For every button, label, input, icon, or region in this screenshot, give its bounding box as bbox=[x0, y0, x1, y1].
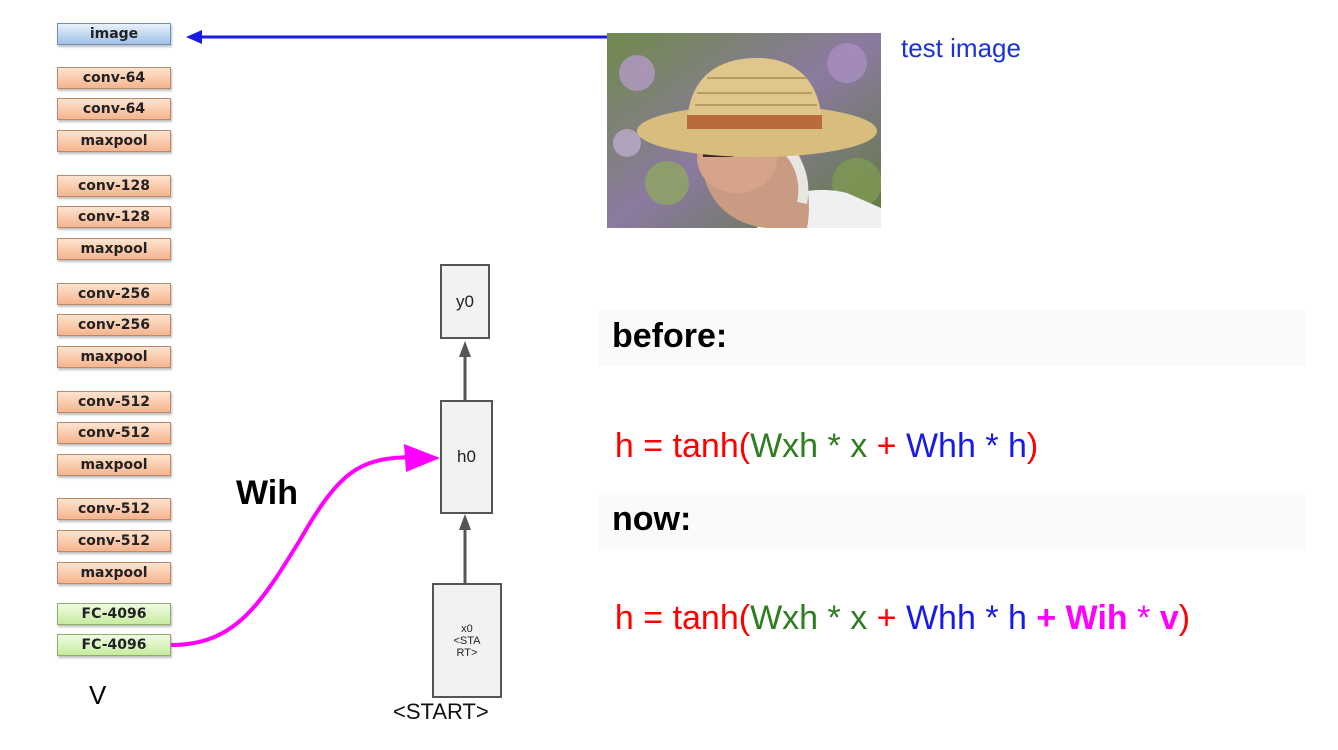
test-image-arrowhead bbox=[186, 30, 202, 44]
rnn-node-h0: h0 bbox=[440, 400, 493, 514]
before-heading: before: bbox=[612, 317, 727, 356]
eq-term: h = bbox=[615, 427, 673, 465]
rnn-node-x0-label: x0 <STA RT> bbox=[453, 623, 480, 659]
eq-term: + bbox=[877, 427, 906, 465]
eq-term: tanh( bbox=[673, 599, 751, 637]
start-label: <START> bbox=[393, 699, 489, 725]
wih-arrowhead bbox=[404, 444, 440, 472]
eq-term: + Wih bbox=[1036, 599, 1137, 637]
eq-term: h = bbox=[615, 599, 673, 637]
eq-term: v bbox=[1160, 599, 1179, 637]
x0-line: x0 bbox=[453, 623, 480, 635]
now-heading: now: bbox=[612, 500, 691, 539]
wih-label: Wih bbox=[236, 474, 298, 513]
rnn-node-x0: x0 <STA RT> bbox=[432, 583, 502, 698]
now-panel bbox=[598, 493, 1306, 549]
eq-term: ) bbox=[1027, 427, 1038, 465]
rnn-node-y0: y0 bbox=[440, 264, 490, 339]
test-image-label: test image bbox=[901, 33, 1021, 64]
h0-to-y0-arrowhead bbox=[459, 341, 471, 357]
eq-term: * bbox=[1137, 599, 1160, 637]
x0-line: RT> bbox=[453, 647, 480, 659]
x0-line: <STA bbox=[453, 635, 480, 647]
test-photo bbox=[607, 33, 881, 228]
eq-term: + bbox=[877, 599, 906, 637]
eq-term: Whh * h bbox=[906, 599, 1036, 637]
before-equation: h = tanh(Wxh * x + Whh * h) bbox=[596, 388, 1038, 466]
eq-term: ) bbox=[1179, 599, 1190, 637]
x0-to-h0-arrowhead bbox=[459, 514, 471, 530]
eq-term: Whh * h bbox=[906, 427, 1027, 465]
now-equation: h = tanh(Wxh * x + Whh * h + Wih * v) bbox=[596, 560, 1190, 638]
rnn-node-y0-label: y0 bbox=[456, 292, 474, 312]
rnn-node-h0-label: h0 bbox=[457, 447, 476, 467]
eq-term: tanh( bbox=[673, 427, 751, 465]
eq-term: Wxh * x bbox=[750, 599, 877, 637]
test-photo-drawing bbox=[607, 33, 881, 228]
eq-term: Wxh * x bbox=[750, 427, 877, 465]
